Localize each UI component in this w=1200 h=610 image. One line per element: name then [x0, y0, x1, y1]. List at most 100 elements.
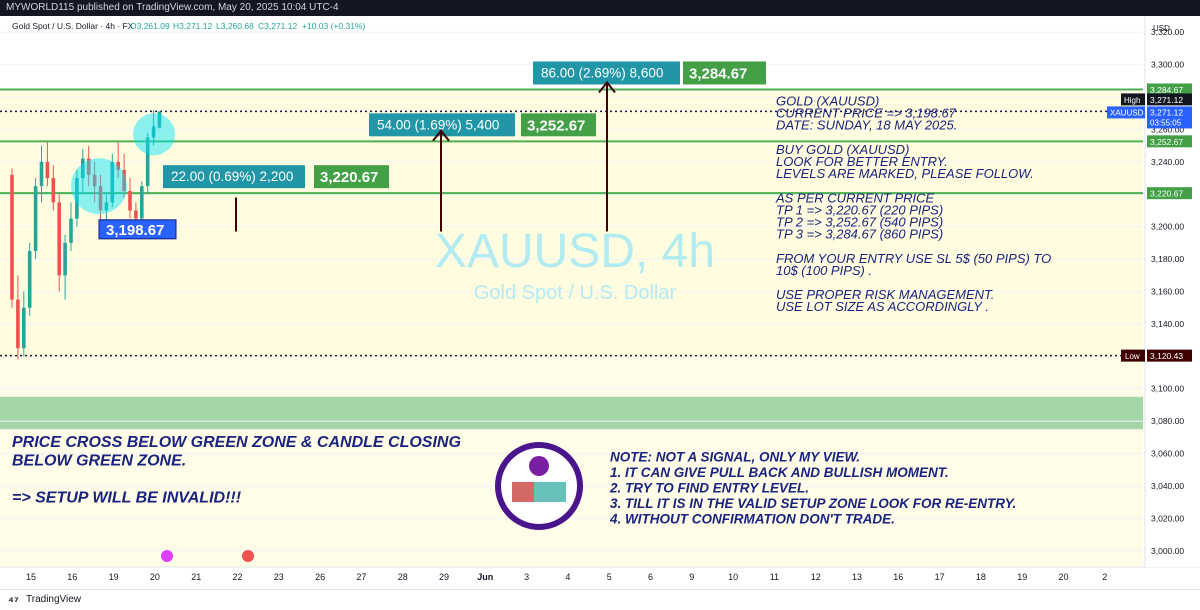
legend-high: H3,271.12 [173, 21, 212, 31]
disclaimer-note-line: 4. WITHOUT CONFIRMATION DON'T TRADE. [609, 512, 895, 527]
low-tag [1121, 349, 1145, 362]
low-axis-label: 3,120.43 [1150, 351, 1183, 361]
x-tick-label: 22 [232, 572, 242, 582]
x-tick-label: 20 [150, 572, 160, 582]
right-note-line: TP 3 => 3,284.67 (860 PIPS) [776, 227, 943, 242]
x-tick-label: 15 [26, 572, 36, 582]
target-price-tp3: 3,284.67 [689, 65, 747, 82]
x-axis-background [0, 567, 1200, 589]
candle-body [63, 242, 67, 276]
invalid-note-line: => SETUP WILL BE INVALID!!! [12, 490, 242, 507]
right-note-line: LOOK FOR BETTER ENTRY. [776, 154, 948, 169]
x-tick-label: 18 [976, 572, 986, 582]
y-tick-label: 3,320.00 [1151, 27, 1184, 37]
legend-symbol: Gold Spot / U.S. Dollar · 4h · FX [12, 21, 134, 31]
invalid-note-line: BELOW GREEN ZONE. [12, 453, 186, 470]
target-box-text-tp3: 86.00 (2.69%) 8,600 [541, 65, 663, 80]
publisher-bar: MYWORLD115 published on TradingView.com,… [0, 0, 1200, 16]
highlight-circle [71, 158, 127, 215]
high-axis-tag [1147, 93, 1192, 106]
x-tick-label: 27 [356, 572, 366, 582]
candle-body [51, 178, 56, 203]
event-us-flag-icon[interactable] [242, 550, 254, 562]
right-note-line: TP 1 => 3,220.67 (220 PIPS) [776, 202, 943, 217]
right-note-line: FROM YOUR ENTRY USE SL 5$ (50 PIPS) TO [776, 251, 1051, 266]
target-price-tp1: 3,220.67 [320, 169, 378, 186]
candle-body [122, 169, 126, 192]
candle-body [86, 158, 91, 175]
candle-body [134, 210, 138, 219]
invalid-note-line: PRICE CROSS BELOW GREEN ZONE & CANDLE CL… [12, 434, 461, 451]
candle-body [98, 186, 103, 211]
legend-close: C3,271.12 [258, 21, 297, 31]
axis-tag-label-tp3: 3,284.67 [1150, 85, 1183, 95]
target-price-tp2: 3,252.67 [527, 117, 585, 134]
target-box-tp1 [163, 165, 305, 189]
y-tick-label: 3,160.00 [1151, 287, 1184, 297]
high-axis-label: 3,271.12 [1150, 95, 1183, 105]
x-tick-label: 13 [852, 572, 862, 582]
entry-label-box [98, 219, 177, 240]
candle-body [140, 186, 144, 219]
candle-body [33, 186, 38, 251]
right-note-line: DATE: SUNDAY, 18 MAY 2025. [776, 118, 957, 133]
right-note-line: AS PER CURRENT PRICE [775, 190, 935, 205]
candle-body [128, 191, 132, 211]
target-box-tp3 [533, 61, 680, 85]
candle-body [69, 218, 73, 243]
arrow-head-icon [598, 80, 616, 94]
published-text: MYWORLD115 published on TradingView.com,… [6, 2, 339, 13]
y-tick-label: 3,020.00 [1151, 513, 1184, 523]
logo-globe-icon [529, 455, 549, 476]
candle-body [75, 178, 79, 219]
candle-body [104, 202, 109, 211]
x-tick-label: 28 [398, 572, 408, 582]
x-tick-label: 20 [1058, 572, 1068, 582]
candle-body [116, 161, 120, 170]
candle-body [45, 161, 50, 179]
candle-body [10, 174, 14, 300]
y-tick-label: 3,000.00 [1151, 546, 1184, 556]
high-tag [1121, 93, 1145, 106]
x-tick-label: 2 [1102, 572, 1107, 582]
target-price-box-tp1 [314, 165, 389, 189]
candle-body [81, 158, 85, 179]
y-tick-label: 3,060.00 [1151, 449, 1184, 459]
right-note-line: 10$ (100 PIPS) . [776, 263, 872, 278]
right-note-line: USE LOT SIZE AS ACCORDINGLY . [776, 299, 989, 314]
y-tick-label: 3,300.00 [1151, 60, 1184, 70]
axis-tag-label-tp2: 3,252.67 [1150, 137, 1183, 147]
disclaimer-note-line: NOTE: NOT A SIGNAL, ONLY MY VIEW. [610, 450, 860, 465]
disclaimer-note-line: 3. TILL IT IS IN THE VALID SETUP ZONE LO… [610, 496, 1016, 511]
x-tick-label: 19 [1017, 572, 1027, 582]
highlight-circle [133, 113, 175, 156]
x-tick-label: 16 [67, 572, 77, 582]
target-box-text-tp2: 54.00 (1.69%) 5,400 [377, 117, 499, 132]
candle-body [22, 307, 26, 349]
candle-body [151, 126, 156, 138]
axis-tag-tp3 [1147, 83, 1192, 96]
tradingview-logo-icon: ⁴⁷ [8, 594, 19, 608]
target-box-tp2 [369, 113, 515, 137]
event-flash-icon[interactable] [161, 550, 173, 562]
symbol-tag [1107, 106, 1145, 119]
x-tick-label: 10 [728, 572, 738, 582]
logo-chart-icon [512, 481, 534, 502]
x-tick-label: 17 [935, 572, 945, 582]
x-tick-label: 6 [648, 572, 653, 582]
arrow-head-icon [432, 129, 450, 142]
y-tick-label: 3,040.00 [1151, 481, 1184, 491]
y-axis-unit: USD [1153, 24, 1170, 33]
axis-tag-label-tp1: 3,220.67 [1150, 189, 1183, 199]
x-tick-label: 26 [315, 572, 325, 582]
x-tick-label: Jun [477, 572, 493, 582]
right-note-line: GOLD (XAUUSD) [776, 93, 879, 108]
y-tick-label: 3,240.00 [1151, 157, 1184, 167]
right-note-line: TP 2 => 3,252.67 (540 PIPS) [776, 214, 943, 229]
candle-body [110, 161, 115, 203]
x-tick-label: 4 [565, 572, 570, 582]
x-tick-label: 21 [191, 572, 201, 582]
symbol-tag-text: XAUUSD [1110, 108, 1144, 117]
tradingview-brand: TradingView [26, 594, 82, 605]
